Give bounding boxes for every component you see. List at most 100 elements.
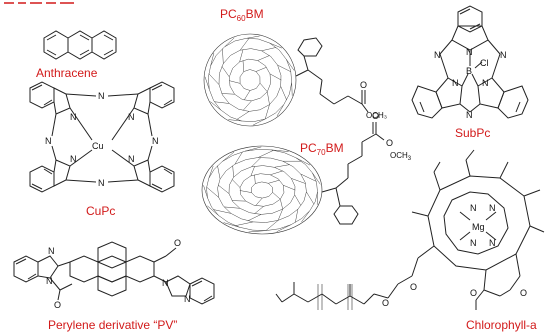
atom-n-subpc-3: N bbox=[466, 47, 473, 57]
atom-n-pv-2: N bbox=[46, 276, 53, 286]
cage-edge bbox=[243, 90, 251, 101]
cage-edge bbox=[277, 64, 292, 73]
cage-edge bbox=[250, 166, 255, 176]
cage-edge bbox=[264, 104, 270, 120]
pc70bm-structure: O O OCH3 bbox=[201, 111, 412, 235]
cage-edge bbox=[276, 104, 285, 117]
cage-edge bbox=[259, 82, 268, 92]
cage-edge bbox=[217, 184, 230, 194]
cage-ring bbox=[239, 69, 261, 91]
cage-edge bbox=[203, 185, 208, 198]
atom-och3-pc60: OCH₃ bbox=[366, 111, 387, 120]
cage-edge bbox=[272, 192, 281, 200]
cage-edge bbox=[258, 149, 274, 158]
cage-edge bbox=[253, 118, 266, 126]
cage-edge bbox=[210, 101, 221, 111]
cage-edge bbox=[231, 179, 241, 188]
pv-structure: N N O O N N bbox=[13, 238, 215, 310]
label-anthracene: Anthracene bbox=[36, 66, 98, 80]
cage-ring bbox=[251, 181, 273, 199]
atom-n-subpc-5: N bbox=[482, 78, 489, 88]
cage-edge bbox=[277, 209, 283, 221]
cage-edge bbox=[228, 119, 242, 122]
cage-edge bbox=[242, 100, 252, 111]
atom-o-chl-1: O bbox=[382, 298, 389, 308]
cage-edge bbox=[301, 210, 311, 223]
atom-n-pv-3: N bbox=[162, 278, 169, 288]
cage-edge bbox=[222, 151, 235, 162]
label-pc60bm: PC60BM bbox=[220, 7, 264, 23]
atom-n-pv-4: N bbox=[184, 294, 191, 304]
label-cupc: CuPc bbox=[86, 204, 115, 218]
cage-edge bbox=[271, 149, 289, 152]
cage-edge bbox=[247, 214, 262, 222]
cage-ring bbox=[206, 149, 318, 231]
cage-ring bbox=[218, 48, 282, 112]
cage-ring bbox=[208, 38, 292, 122]
cage-edge bbox=[267, 91, 270, 105]
cage-edge bbox=[255, 197, 263, 206]
cage-edge bbox=[208, 165, 214, 179]
atom-n-chl-3: N bbox=[470, 238, 477, 248]
atom-o-pv-2: O bbox=[174, 238, 181, 248]
cage-edge bbox=[208, 73, 220, 85]
atom-cu-cupc: Cu bbox=[92, 141, 104, 151]
label-pv: Perylene derivative “PV” bbox=[48, 318, 177, 332]
cage-edge bbox=[248, 230, 266, 233]
cage-edge bbox=[239, 38, 250, 51]
atom-och3-pc70: OCH3 bbox=[390, 151, 412, 162]
cage-edge bbox=[306, 191, 315, 205]
subpc-structure: N N N N N N B Cl bbox=[411, 5, 529, 120]
cage-edge bbox=[312, 172, 321, 185]
cage-edge bbox=[206, 186, 219, 198]
atom-o-pc70-top: O bbox=[372, 111, 379, 121]
cage-edge bbox=[236, 111, 250, 120]
cage-edge bbox=[242, 60, 244, 72]
cage-edge bbox=[246, 35, 260, 39]
atom-n-subpc-1: N bbox=[434, 50, 441, 60]
cage-edge bbox=[222, 48, 224, 64]
atom-n-cupc-right: N bbox=[152, 136, 159, 146]
atom-mg-chl: Mg bbox=[472, 222, 485, 232]
cage-edge bbox=[291, 178, 306, 184]
atom-n-cupc-top: N bbox=[98, 91, 105, 101]
atom-n-cupc-tl: N bbox=[70, 112, 77, 122]
cupc-structure: N N N N N N N N Cu bbox=[29, 81, 175, 193]
anthracene-structure bbox=[43, 30, 117, 60]
cage-edge bbox=[269, 42, 282, 49]
cage-edge bbox=[291, 82, 293, 96]
atom-n-chl-4: N bbox=[489, 238, 496, 248]
atom-n-cupc-bottom: N bbox=[98, 178, 105, 188]
cage-edge bbox=[251, 157, 262, 167]
cage-edge bbox=[234, 151, 243, 165]
cage-edge bbox=[280, 86, 287, 101]
atom-o-chl-2: O bbox=[410, 282, 417, 292]
atom-o-pc60: O bbox=[360, 80, 367, 90]
atom-n-cupc-left: N bbox=[45, 136, 52, 146]
atom-b-subpc: B bbox=[466, 66, 472, 76]
atom-n-cupc-bl: N bbox=[70, 154, 77, 164]
label-pc70bm: PC70BM bbox=[300, 141, 344, 157]
atom-cl-subpc: Cl bbox=[480, 58, 489, 68]
cage-edge bbox=[276, 224, 292, 232]
cage-edge bbox=[254, 206, 264, 214]
cage-edge bbox=[255, 66, 267, 72]
cage-edge bbox=[221, 66, 230, 78]
cage-edge bbox=[274, 164, 290, 168]
cage-ring bbox=[228, 165, 296, 215]
cage-edge bbox=[295, 157, 311, 166]
cage-edge bbox=[270, 170, 283, 176]
cage-ring bbox=[217, 157, 307, 223]
cage-edge bbox=[257, 55, 270, 61]
cage-edge bbox=[239, 190, 252, 193]
cage-edge bbox=[300, 173, 317, 182]
cage-edge bbox=[294, 194, 302, 206]
atom-o-pc70: O bbox=[386, 138, 393, 148]
atom-o-pv-1: O bbox=[54, 300, 61, 310]
chlorophyll-structure: N N N N Mg O O O O bbox=[275, 149, 545, 310]
label-chlorophyll: Chlorophyll-a bbox=[466, 318, 537, 332]
label-subpc: SubPc bbox=[455, 126, 490, 140]
cage-ring bbox=[239, 173, 285, 207]
atom-n-subpc-2: N bbox=[500, 50, 507, 60]
